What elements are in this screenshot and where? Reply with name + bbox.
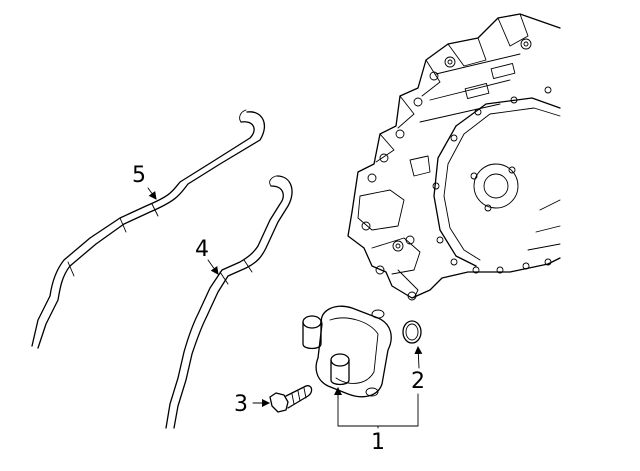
bolt xyxy=(269,385,313,413)
callout-4: 4 xyxy=(195,237,209,262)
callout-1: 1 xyxy=(371,430,385,455)
callout-3: 3 xyxy=(234,392,248,417)
callout-2: 2 xyxy=(411,369,425,394)
callout-5: 5 xyxy=(132,163,146,188)
transmission-housing xyxy=(347,13,561,301)
hose-4 xyxy=(165,175,293,429)
o-ring xyxy=(402,320,422,344)
callout-leaders xyxy=(147,187,423,429)
hose-5 xyxy=(31,109,265,349)
oil-cooler xyxy=(302,305,392,398)
